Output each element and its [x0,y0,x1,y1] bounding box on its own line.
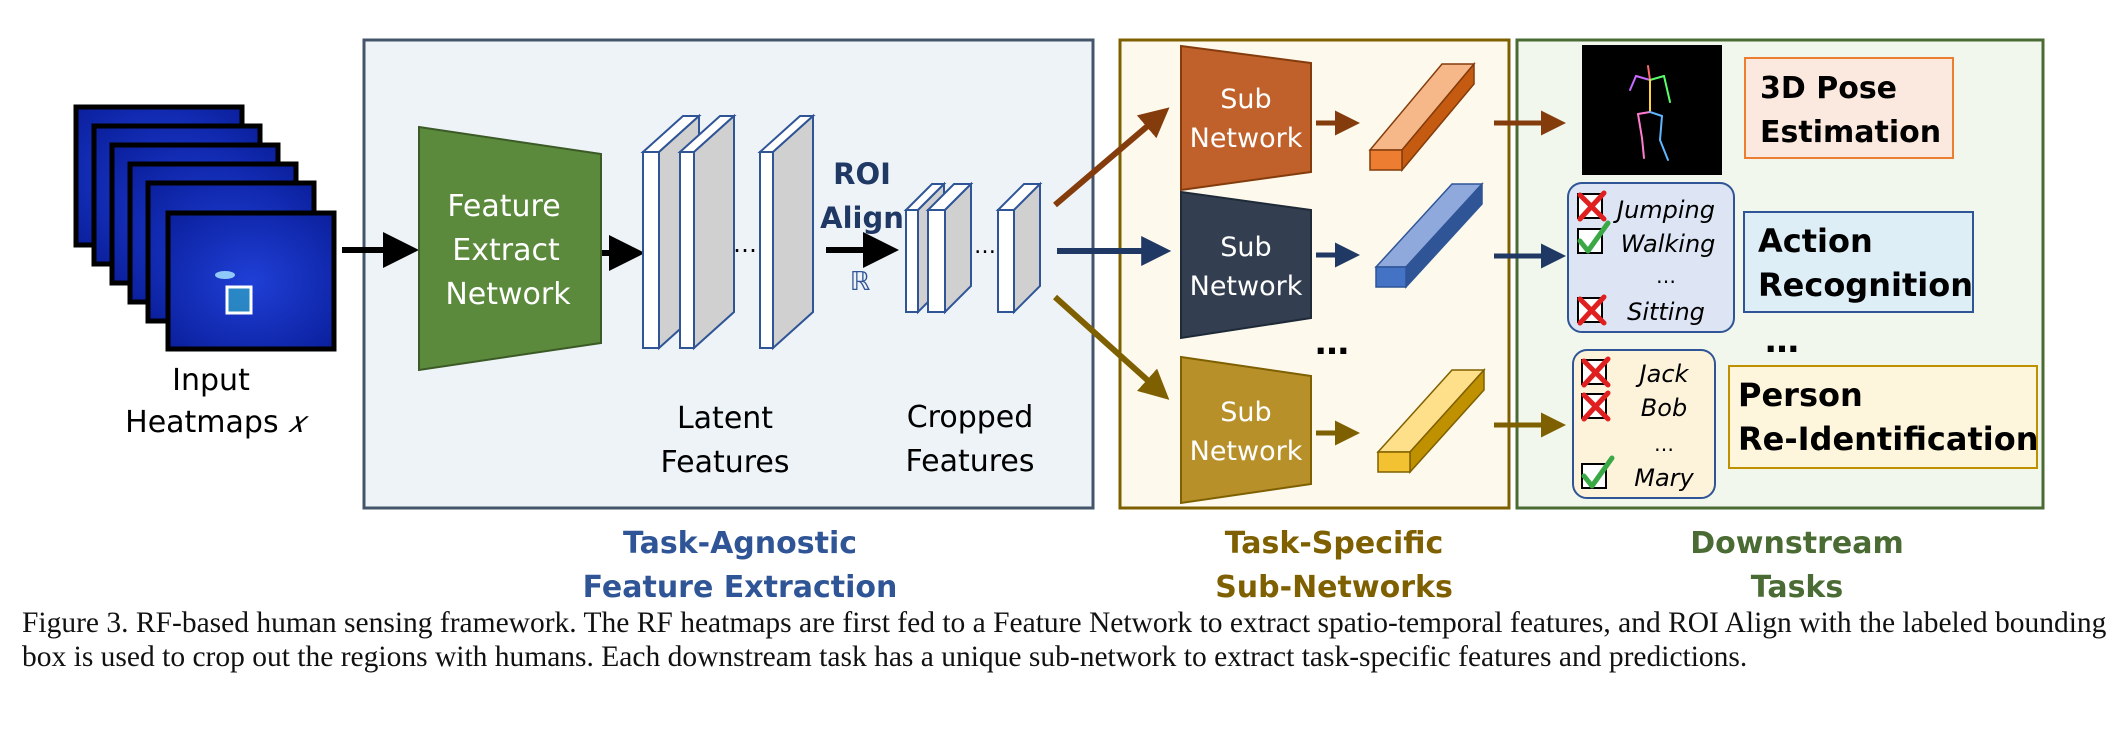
action-label-line1: Action [1758,222,1873,260]
feature-bar-orange [1368,61,1476,173]
action-item-3: … [1656,264,1676,288]
sub-gold-line2: Network [1190,436,1303,467]
pose-label-box [1744,57,1954,159]
input-label-line1: Input [172,363,250,398]
task-agnostic-title-line1: Task-Agnostic [623,526,857,561]
sub-gold-line1: Sub [1220,397,1271,428]
person-check-icon-4 [1581,455,1615,489]
sub-network-navy [1180,190,1312,340]
person-item-2: Bob [1641,394,1687,422]
task-specific-title-line2: Sub-Networks [1215,570,1453,600]
latent-feature-slabs [640,113,816,351]
roi-align-line1: ROI [833,157,891,191]
downstream-title-line1: Downstream [1690,526,1903,561]
cropped-label-line2: Features [906,444,1035,479]
downstream-more: … [1765,321,1799,361]
caption-text: RF-based human sensing framework. The RF… [22,607,2107,673]
latent-label-line1: Latent [677,401,773,436]
action-list-box [1567,182,1735,333]
action-item-1: Jumping [1613,196,1715,224]
caption-prefix: Figure 3. [22,607,129,639]
action-label-line2: Recognition [1758,266,1973,304]
action-check-icon-2 [1577,220,1611,254]
framework-diagram: Input Heatmaps 𝑥 Feature Extract Network… [73,38,2045,605]
person-cross-icon-2 [1581,390,1611,422]
sub-navy-line2: Network [1190,271,1303,302]
task-agnostic-title-line2: Feature Extraction [583,570,898,600]
pose-skeleton-image [1582,45,1722,175]
feature-bar-yellow [1376,368,1486,474]
feature-extract-network [418,125,602,372]
task-specific-title-line1: Task-Specific [1225,526,1444,561]
cropped-label-line1: Cropped [907,400,1034,435]
action-cross-icon-1 [1577,190,1607,222]
downstream-title-line2: Tasks [1751,570,1844,600]
person-cross-icon-1 [1581,356,1611,388]
sub-networks-more: … [1315,323,1349,363]
bounding-box [225,285,253,315]
feature-net-line3: Network [445,277,571,312]
reid-label-line2: Re-Identification [1738,420,2039,458]
input-label-line2: Heatmaps 𝑥 [125,405,309,440]
sub-orange-line2: Network [1190,123,1303,154]
feature-bar-blue [1374,182,1484,289]
sub-orange-line1: Sub [1220,84,1271,115]
feature-net-line2: Extract [452,233,560,268]
person-item-4: Mary [1634,464,1694,492]
sub-network-gold [1180,355,1312,505]
cropped-ellipsis: … [974,234,996,259]
action-label-box [1743,211,1974,313]
feature-net-line1: Feature [447,189,560,224]
arrow-to-sub-gold [1052,294,1170,400]
sub-navy-line1: Sub [1220,232,1271,263]
reid-label-line1: Person [1738,376,1863,414]
cropped-feature-slabs [903,181,1043,315]
action-item-4: Sitting [1627,298,1705,326]
reid-label-box [1728,365,2038,469]
roi-align-line2: Align [820,201,904,235]
person-item-1: Jack [1636,360,1690,388]
latent-label-line2: Features [661,445,790,480]
person-item-3: … [1654,432,1674,456]
skeleton-figure [1629,65,1671,161]
arrow-to-sub-orange [1053,107,1170,208]
latent-ellipsis: … [733,230,757,258]
heatmap-stack [73,104,337,352]
pose-label-line1: 3D Pose [1760,71,1897,106]
sub-network-orange [1180,44,1312,192]
figure-caption: Figure 3. RF-based human sensing framewo… [22,606,2107,674]
pose-label-line2: Estimation [1760,115,1941,150]
action-item-2: Walking [1621,230,1716,258]
roi-symbol: ℝ [850,267,871,297]
action-cross-icon-4 [1577,294,1607,326]
